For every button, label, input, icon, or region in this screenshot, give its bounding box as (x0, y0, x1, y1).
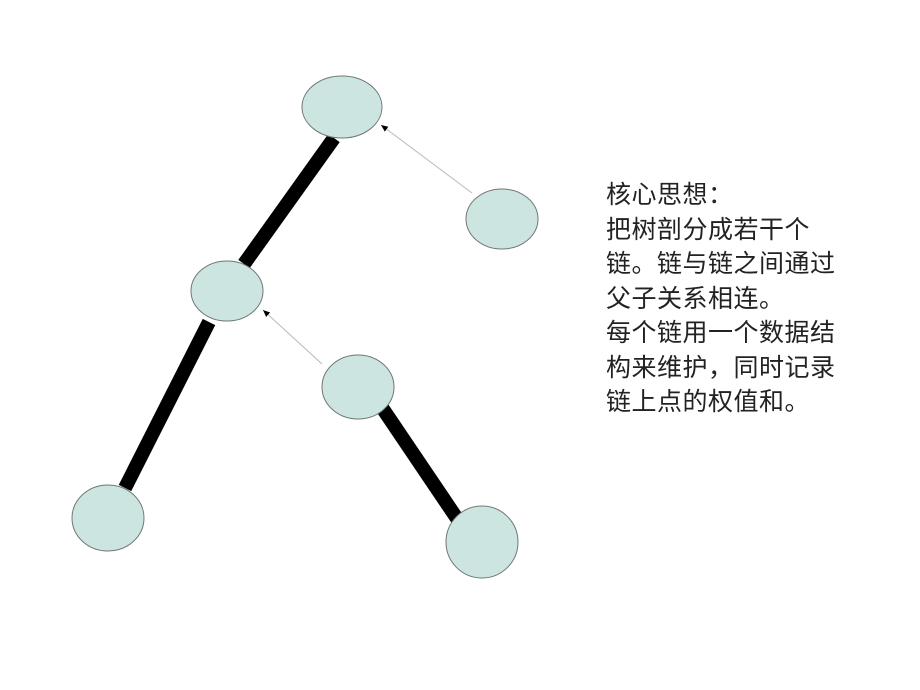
tree-node-bottom-right (445, 505, 519, 579)
tree-node-right-middle (321, 354, 395, 420)
explanation-line: 构来维护，同时记录 (606, 352, 836, 382)
heavy-edge-right-middle-to-bottom-right (375, 402, 464, 524)
light-edge-right-middle-to-middle (262, 309, 323, 365)
explanation-line: 核心思想： (606, 180, 734, 209)
explanation-line: 每个链用一个数据结 (606, 318, 836, 347)
tree-node-bottom-left (71, 484, 145, 552)
tree-node-root (301, 75, 383, 139)
heavy-edge-root-to-middle (238, 133, 340, 269)
explanation-line: 链。链与链之间通过 (606, 249, 836, 278)
heavy-edge-middle-to-bottom-left (118, 318, 216, 492)
light-edge-right-top-to-root (380, 124, 473, 194)
explanation-line: 把树剖分成若干个 (606, 214, 811, 244)
explanation-text: 核心思想： 把树剖分成若干个 链。链与链之间通过 父子关系相连。 每个链用一个数… (606, 178, 906, 420)
tree-node-right-top (465, 188, 539, 250)
explanation-line: 父子关系相连。 (606, 283, 785, 313)
explanation-line: 链上点的权值和。 (606, 387, 811, 416)
tree-node-middle (190, 260, 264, 322)
